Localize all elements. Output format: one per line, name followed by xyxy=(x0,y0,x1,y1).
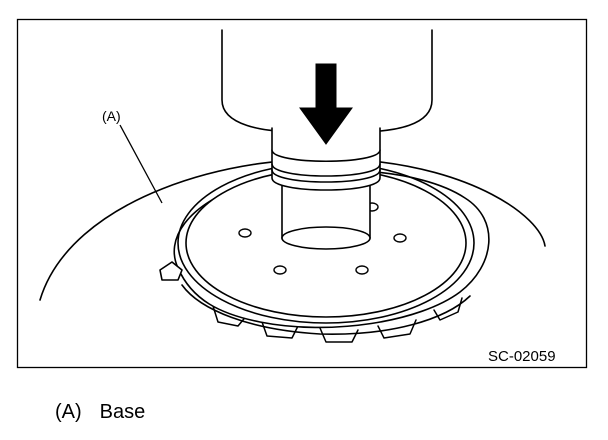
base-holes xyxy=(238,202,407,275)
illustration xyxy=(39,29,546,343)
shaft-bottom xyxy=(281,226,371,250)
figure-code: SC-02059 xyxy=(488,348,556,365)
legend: (A) Base xyxy=(55,401,145,424)
base-flange-lip xyxy=(159,261,183,281)
legend-text: Base xyxy=(99,401,146,423)
base-lower-edge xyxy=(181,284,471,335)
legend-key: (A) xyxy=(55,401,82,423)
callout-leader xyxy=(119,124,163,204)
collar-ring-line-2 xyxy=(271,169,381,183)
callout-label-a: (A) xyxy=(102,108,121,124)
press-direction-arrow xyxy=(299,63,353,145)
collar-ring-line xyxy=(271,163,381,177)
